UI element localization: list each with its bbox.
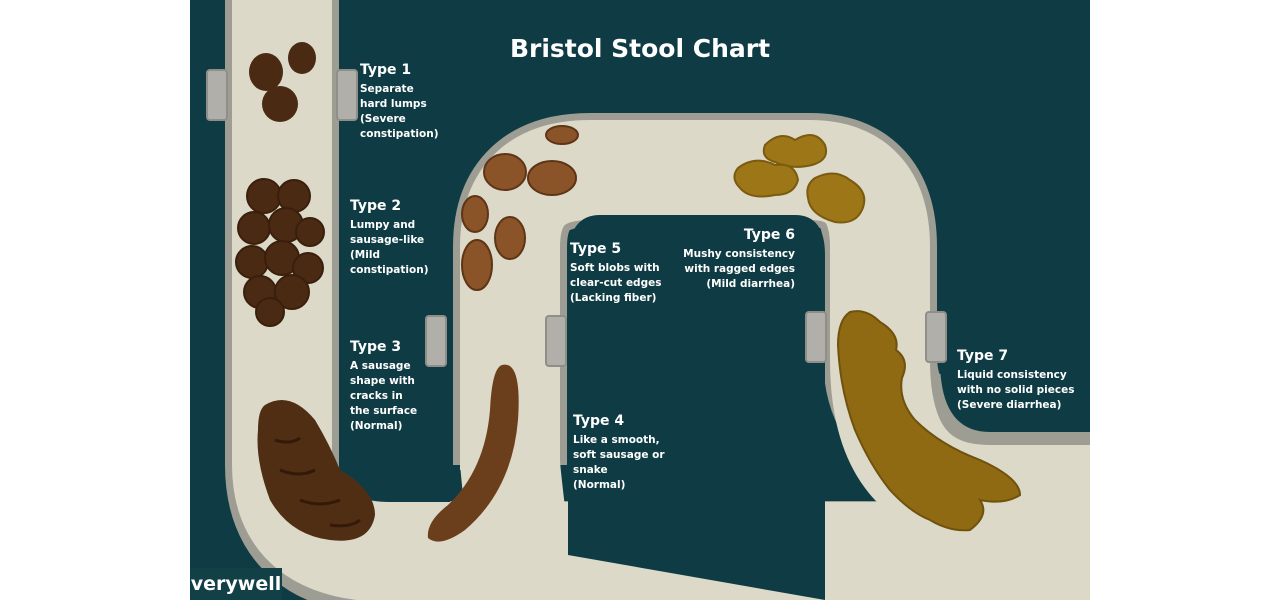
chart-title: Bristol Stool Chart — [509, 34, 771, 63]
type-7-description: Liquid consistency with no solid pieces … — [957, 369, 1075, 411]
stool-type-5 — [461, 125, 579, 291]
stool-type-1 — [249, 42, 316, 122]
type-7-heading: Type 7 — [957, 348, 1009, 364]
type-1-description: Separate hard lumps (Severe constipation… — [360, 83, 439, 140]
inner-background — [340, 0, 1090, 465]
type-3-label: Type 3 A sausage shape with cracks in th… — [350, 339, 417, 434]
type-5-description: Soft blobs with clear-cut edges (Lacking… — [570, 262, 662, 304]
stool-type-4 — [427, 364, 519, 542]
type-6-label: Type 6 Mushy consistency with ragged edg… — [670, 227, 795, 292]
type-1-heading: Type 1 — [360, 62, 412, 78]
inner-background-center — [568, 215, 825, 600]
type-2-heading: Type 2 — [350, 198, 402, 214]
type-2-label: Type 2 Lumpy and sausage-like (Mild cons… — [350, 198, 429, 278]
verywell-logo: verywell — [190, 568, 282, 600]
stool-chart-panel: Bristol Stool Chart Type 1 Separate hard… — [190, 0, 1090, 600]
type-2-description: Lumpy and sausage-like (Mild constipatio… — [350, 219, 429, 276]
type-5-heading: Type 5 — [570, 241, 622, 257]
stool-type-3 — [257, 400, 375, 541]
pipe-illustration — [190, 0, 1090, 600]
type-1-label: Type 1 Separate hard lumps (Severe const… — [360, 62, 439, 142]
type-4-heading: Type 4 — [573, 413, 625, 429]
type-5-label: Type 5 Soft blobs with clear-cut edges (… — [570, 241, 661, 306]
stool-type-6 — [733, 134, 866, 224]
type-3-heading: Type 3 — [350, 339, 402, 355]
type-4-label: Type 4 Like a smooth, soft sausage or sn… — [573, 413, 665, 493]
stool-type-2 — [235, 178, 325, 327]
stool-type-7 — [836, 310, 1022, 532]
type-3-description: A sausage shape with cracks in the surfa… — [350, 360, 418, 432]
type-7-label: Type 7 Liquid consistency with no solid … — [957, 348, 1074, 413]
type-6-description: Mushy consistency with ragged edges (Mil… — [683, 248, 795, 290]
type-4-description: Like a smooth, soft sausage or snake (No… — [573, 434, 665, 491]
type-6-heading: Type 6 — [743, 227, 795, 243]
pipe-connectors — [206, 69, 947, 367]
